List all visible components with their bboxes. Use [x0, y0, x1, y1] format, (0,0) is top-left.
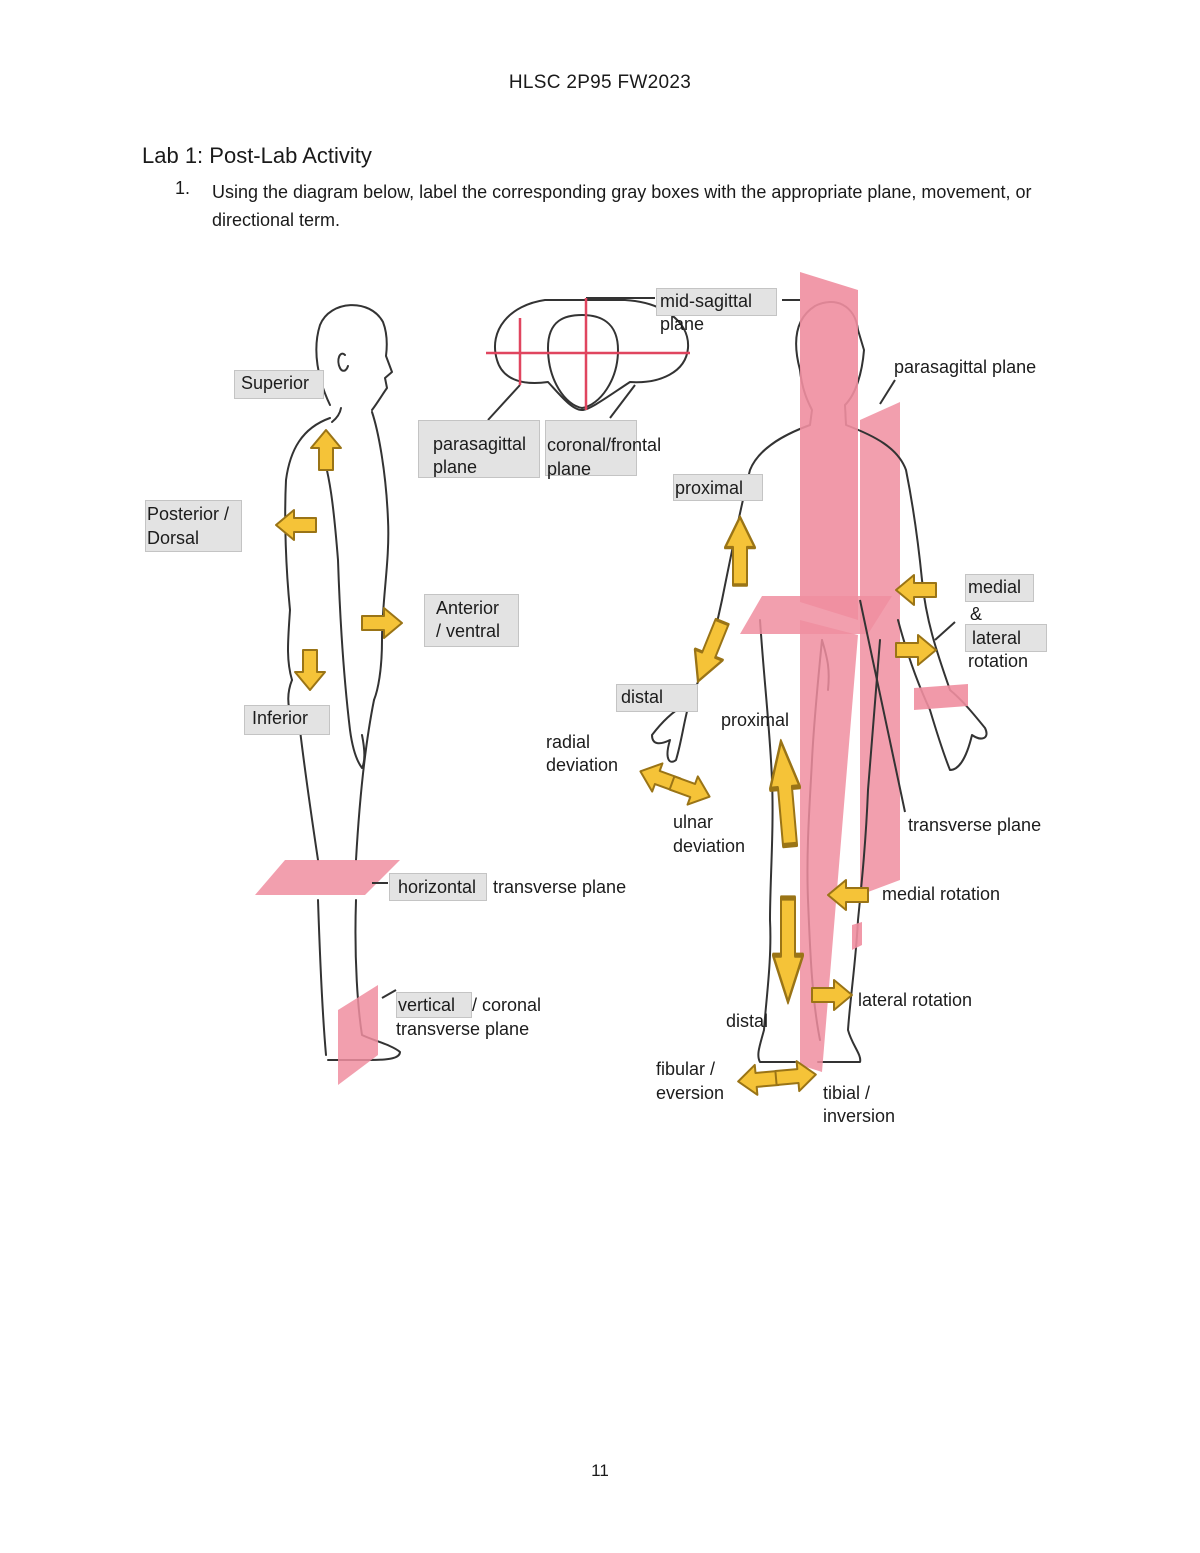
- label-distal-hand: distal: [621, 687, 664, 707]
- medial-box: [965, 574, 1034, 602]
- distal-arm-arrow-icon: [682, 614, 738, 689]
- label-parasagittal: parasagittal: [433, 434, 527, 454]
- label-superior: Superior: [241, 373, 310, 393]
- label-parasagittal-right: parasagittal plane: [894, 357, 1037, 377]
- lateral-box: [965, 624, 1047, 652]
- question-text: Using the diagram below, label the corre…: [212, 182, 1032, 230]
- parasagittal-box: [418, 420, 540, 478]
- label-vertical-rest: / coronal: [472, 995, 542, 1015]
- label-ulnar-deviation: deviation: [673, 836, 746, 856]
- label-rotation: rotation: [968, 651, 1029, 671]
- medial-rotation-arm-arrow-icon: [895, 574, 937, 606]
- label-lateral: lateral: [972, 628, 1022, 648]
- inferior-box: [244, 705, 330, 735]
- coronal-box: [545, 420, 637, 476]
- distal-hand-box: [616, 684, 698, 712]
- label-tibial: tibial /: [823, 1083, 871, 1103]
- label-coronal: coronal/frontal: [547, 435, 662, 455]
- superior-box: [234, 370, 324, 399]
- label-eversion: eversion: [656, 1083, 725, 1103]
- label-posterior: Posterior /: [147, 504, 230, 524]
- horizontal-transverse-plane-shape: [255, 860, 400, 895]
- vertical-box: [396, 992, 472, 1018]
- label-proximal-leg: proximal: [721, 710, 790, 730]
- label-ampersand: &: [970, 604, 983, 624]
- midsagittal-plane-shape: [800, 272, 858, 620]
- label-dorsal: Dorsal: [147, 528, 200, 548]
- label-midsagittal: mid-sagittal: [660, 291, 753, 311]
- label-parasagittal-plane: plane: [433, 457, 478, 477]
- label-anterior: Anterior: [436, 598, 500, 618]
- inferior-arrow-icon: [294, 649, 326, 691]
- label-fibular: fibular /: [656, 1059, 716, 1079]
- label-midsagittal-plane: plane: [660, 314, 705, 334]
- posterior-box: [145, 500, 242, 552]
- label-horizontal: horizontal: [398, 877, 477, 897]
- page-number: 11: [591, 1461, 609, 1480]
- radial-ulnar-deviation-arrow-icon: [634, 756, 716, 812]
- label-lateral-rotation: lateral rotation: [858, 990, 973, 1010]
- label-coronal-plane: plane: [547, 459, 592, 479]
- head-top-view: [487, 299, 690, 421]
- label-medial: medial: [968, 577, 1022, 597]
- page-title: Lab 1: Post-Lab Activity: [142, 143, 372, 168]
- label-vertical: vertical: [398, 995, 456, 1015]
- transverse-plane-shape: [740, 596, 892, 634]
- label-proximal-arm: proximal: [675, 478, 744, 498]
- label-ventral: / ventral: [436, 621, 501, 641]
- label-distal-leg: distal: [726, 1011, 769, 1031]
- distal-leg-arrow-icon: [773, 898, 803, 1002]
- label-radial: radial: [546, 732, 591, 752]
- posterior-arrow-icon: [275, 509, 317, 541]
- label-horizontal-rest: transverse plane: [493, 877, 627, 897]
- question-number: 1.: [175, 178, 191, 198]
- label-inferior: Inferior: [252, 708, 309, 728]
- midsagittal-box: [656, 288, 777, 316]
- lateral-rotation-arm-arrow-icon: [895, 634, 937, 666]
- proximal-arm-box: [673, 474, 763, 501]
- label-vertical-line2: transverse plane: [396, 1019, 530, 1039]
- label-medial-rotation: medial rotation: [882, 884, 1001, 904]
- proximal-arm-arrow-icon: [723, 515, 757, 587]
- page-header: HLSC 2P95 FW2023: [508, 72, 692, 93]
- label-inversion: inversion: [823, 1106, 896, 1126]
- anterior-box: [424, 594, 519, 647]
- horizontal-box: [389, 873, 487, 901]
- vertical-coronal-plane-shape: [338, 985, 378, 1085]
- label-radial-deviation: deviation: [546, 755, 619, 775]
- label-transverse-plane: transverse plane: [908, 815, 1042, 835]
- label-ulnar: ulnar: [673, 812, 714, 832]
- lateral-body-figure: [284, 304, 401, 1061]
- superior-arrow-icon: [310, 429, 342, 471]
